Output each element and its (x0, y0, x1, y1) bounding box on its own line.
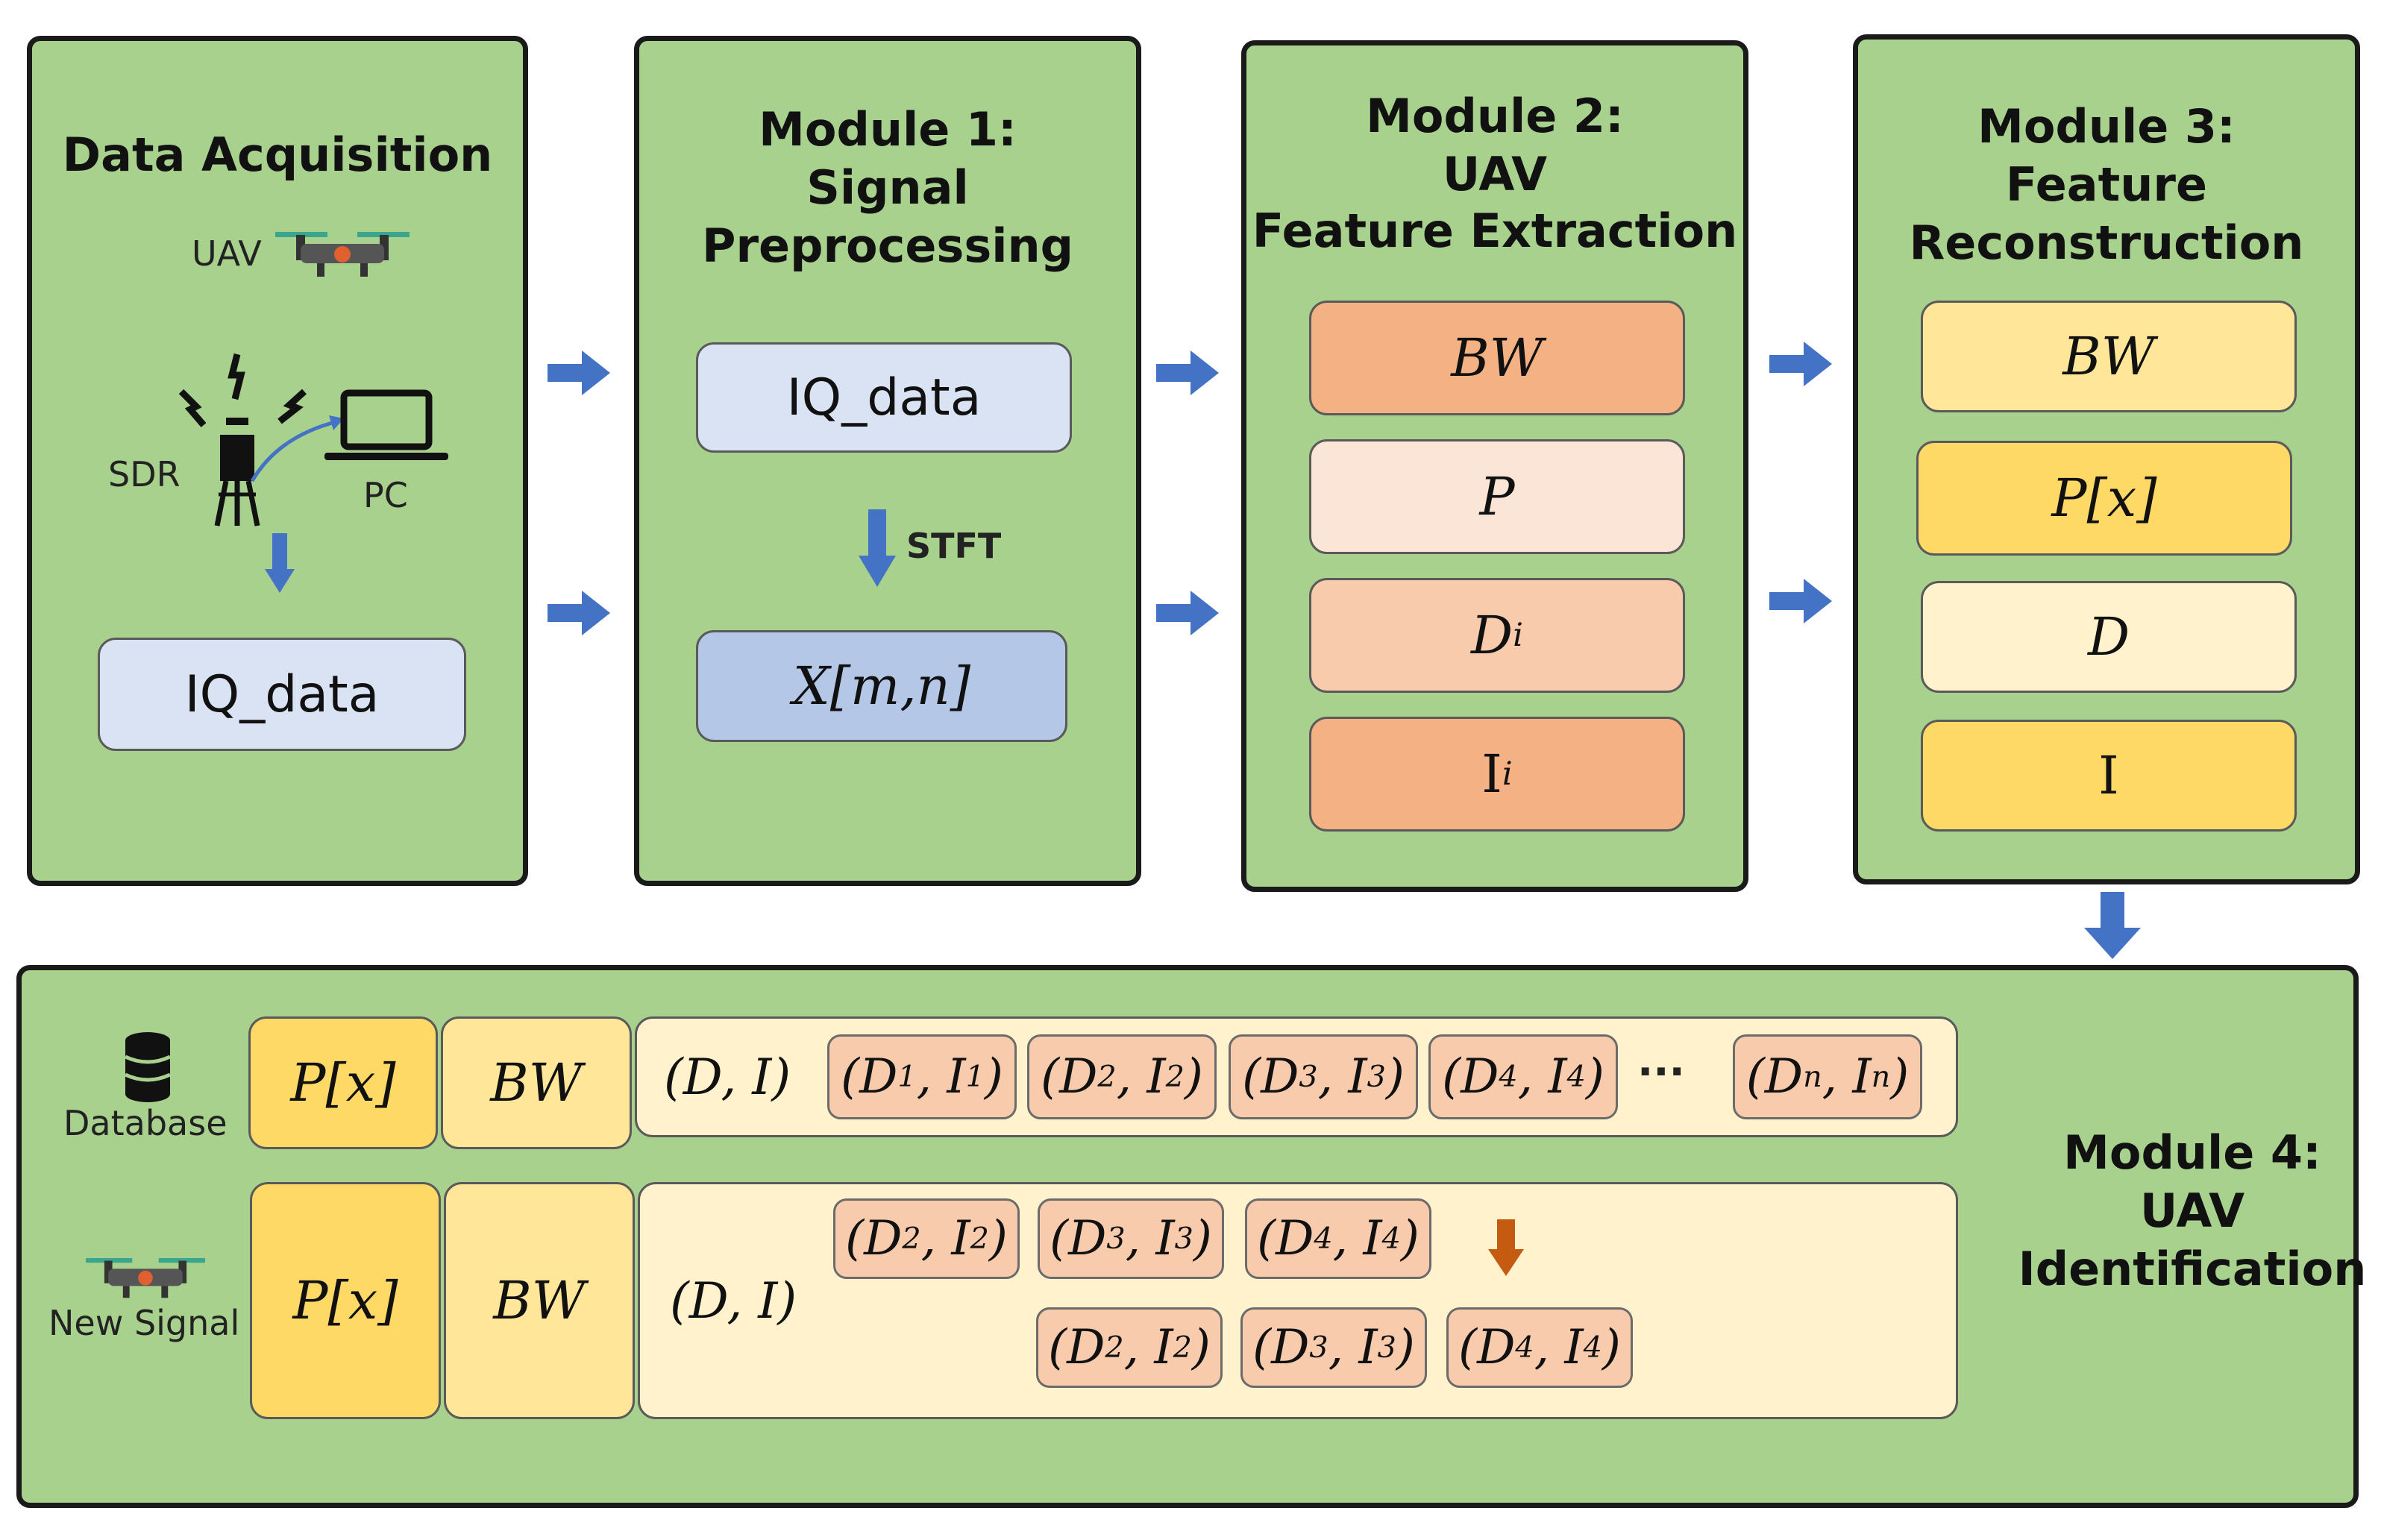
arrow-m3-to-m4 (2084, 892, 2141, 959)
module4-title-l2: UAV (2139, 1184, 2245, 1238)
module2-title-l2: UAV (1442, 147, 1548, 201)
m3-feature-i: I (1921, 720, 2297, 832)
m1-iq-data-box: IQ_data (696, 342, 1072, 453)
db-di-label: (D, I) (664, 1048, 791, 1106)
arrow-acq-to-m1-top (548, 351, 610, 395)
module3-panel: Module 3: Feature Reconstruction BW P[x]… (1853, 34, 2360, 884)
acq-iq-data-box: IQ_data (98, 638, 466, 751)
m1-xmn-box: X[m,n] (696, 630, 1067, 742)
m3-feature-px: P[x] (1916, 441, 2292, 556)
uav-label: UAV (192, 233, 262, 274)
stft-label: STFT (906, 526, 1002, 566)
module4-panel: Module 4: UAV Identification Database Ne… (16, 965, 2366, 1508)
ns-bw-box: BW (444, 1182, 635, 1419)
data-acquisition-panel: Data Acquisition UAV SDR PC IQ_data (27, 36, 528, 886)
data-acquisition-title: Data Acquisition (62, 128, 493, 182)
module1-title-l2: Signal (806, 160, 969, 215)
module4-title-l1: Module 4: (2063, 1125, 2321, 1180)
module1-panel: Module 1: Signal Preprocessing IQ_data S… (634, 36, 1141, 886)
module4-title-l3: Identification (2018, 1242, 2367, 1296)
module1-title-l3: Preprocessing (702, 219, 1073, 273)
m3-feature-bw: BW (1921, 301, 2297, 412)
down-arrow-acq (265, 533, 295, 593)
arrow-m2-to-m3-top (1769, 342, 1832, 386)
module3-title-l2: Feature (2005, 157, 2208, 212)
module1-title-l1: Module 1: (759, 102, 1017, 157)
pc-label: PC (363, 475, 408, 515)
module2-title-l1: Module 2: (1366, 89, 1624, 143)
module2-title-l3: Feature Extraction (1252, 204, 1738, 258)
new-signal-label: New Signal (48, 1303, 240, 1343)
new-signal-drone-icon (86, 1258, 205, 1298)
drone-icon (275, 232, 410, 277)
m2-feature-bw: BW (1309, 301, 1685, 415)
arrow-m1-to-m2-bottom (1156, 591, 1219, 635)
m2-feature-p: P (1309, 439, 1685, 554)
laptop-icon (324, 389, 448, 460)
module3-title-l1: Module 3: (1977, 99, 2236, 154)
database-label: Database (63, 1103, 228, 1143)
m3-feature-d: D (1921, 581, 2297, 693)
ns-px-box: P[x] (250, 1182, 441, 1419)
db-px-box: P[x] (248, 1016, 438, 1149)
signal-link-arrow (250, 415, 344, 483)
sdr-icon (178, 353, 307, 527)
db-ellipsis: ··· (1637, 1048, 1685, 1096)
ns-di-label: (D, I) (670, 1272, 797, 1330)
module3-title-l3: Reconstruction (1909, 216, 2304, 270)
arrow-m1-to-m2-top (1156, 351, 1219, 395)
database-icon (124, 1032, 172, 1102)
stft-down-arrow (859, 509, 896, 587)
shift-down-arrow (1488, 1219, 1524, 1276)
arrow-acq-to-m1-bottom (548, 591, 610, 635)
db-bw-box: BW (441, 1016, 632, 1149)
sdr-label: SDR (108, 454, 181, 494)
arrow-m2-to-m3-bottom (1769, 579, 1832, 623)
